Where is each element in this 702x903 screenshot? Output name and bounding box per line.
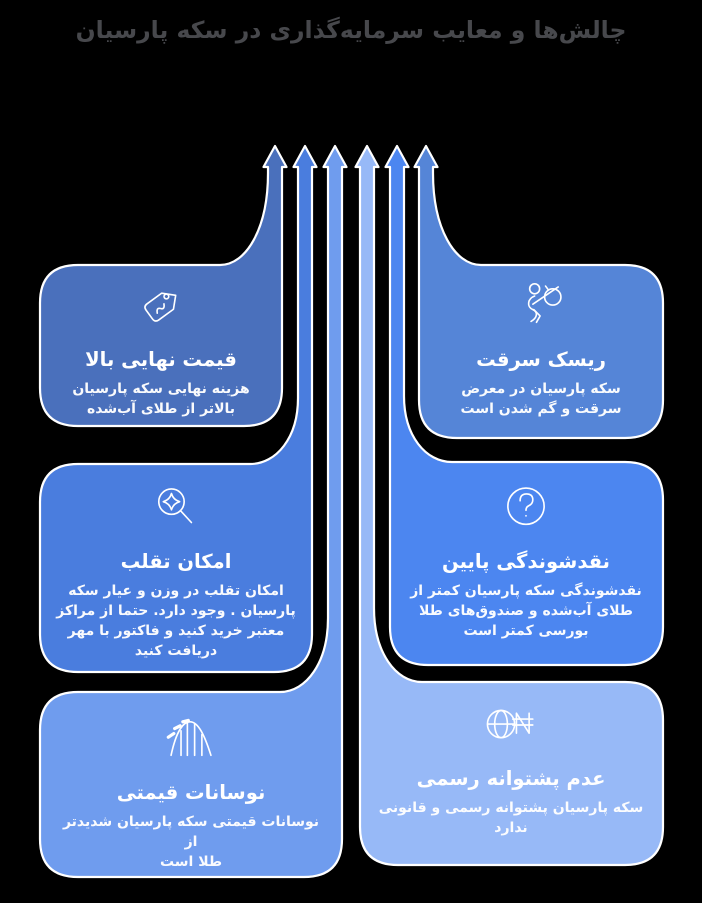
card-title: نوسانات قیمتی <box>116 781 266 804</box>
card-body: سکه پارسیان پشتوانه رسمی و قانونی ندارد <box>378 800 644 836</box>
card-no-official-backing: عدم پشتوانه رسمی سکه پارسیان پشتوانه رسم… <box>376 696 646 838</box>
globe-currency-icon <box>486 709 534 739</box>
card-title: عدم پشتوانه رسمی <box>416 767 606 790</box>
card-price-volatility: نوسانات قیمتی نوسانات قیمتی سکه پارسیان … <box>56 710 326 872</box>
card-title: نقدشوندگی پایین <box>442 550 610 573</box>
question-mark-icon <box>507 487 545 526</box>
flow-shape-high-final-price <box>38 144 288 428</box>
flow-shape-price-volatility <box>38 144 348 879</box>
flow-shape-fraud-possibility <box>38 144 318 674</box>
card-body: نقدشوندگی سکه پارسیان کمتر از طلای آب‌شد… <box>410 583 642 639</box>
card-title: ریسک سرقت <box>476 348 606 371</box>
card-body: امکان تقلب در وزن و عیار سکه پارسیان . و… <box>56 583 296 659</box>
flow-shape-no-official-backing <box>354 144 665 867</box>
card-theft-risk: ریسک سرقت سکه پارسیان در معرض سرقت و گم … <box>406 277 676 419</box>
page-title: چالش‌ها و معایب سرمایه‌گذاری در سکه پارس… <box>75 16 627 44</box>
card-body: سکه پارسیان در معرض سرقت و گم شدن است <box>460 381 622 417</box>
card-high-final-price: قیمت نهایی بالا هزینه نهایی سکه پارسیان … <box>26 277 296 419</box>
card-body: هزینه نهایی سکه پارسیان بالاتر از طلای آ… <box>72 381 250 417</box>
magnifier-sparkle-icon <box>157 488 193 524</box>
price-tag-icon <box>144 292 177 322</box>
flow-shape-low-liquidity <box>384 144 665 667</box>
card-title: امکان تقلب <box>120 550 232 573</box>
thief-icon <box>527 282 562 324</box>
card-body: نوسانات قیمتی سکه پارسیان شدیدتر از طلا … <box>62 814 320 870</box>
card-title: قیمت نهایی بالا <box>85 348 237 371</box>
card-fraud-possibility: امکان تقلب امکان تقلب در وزن و عیار سکه … <box>41 479 311 661</box>
card-low-liquidity: نقدشوندگی پایین نقدشوندگی سکه پارسیان کم… <box>391 479 661 641</box>
roller-coaster-icon <box>166 718 212 757</box>
